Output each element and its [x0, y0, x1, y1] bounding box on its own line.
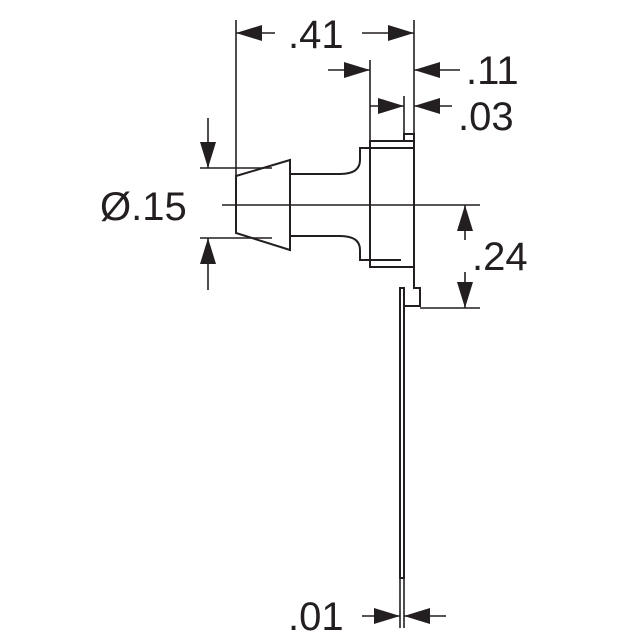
terminal-lead [399, 266, 421, 579]
dim-text-terminal-height: .24 [472, 235, 528, 279]
dimension-terminal-thickness-bottom: .01 [288, 595, 446, 639]
shaft-lower [289, 235, 371, 261]
dim-text-flange-thickness: .11 [466, 49, 519, 93]
dim-text-terminal-thickness-bottom: .01 [288, 595, 344, 639]
part-outline [222, 133, 480, 579]
extension-lines [200, 20, 480, 628]
dimension-terminal-height: .24 [457, 205, 528, 308]
dim-text-overall-length: .41 [288, 13, 344, 57]
dimension-terminal-thickness-top: .03 [370, 95, 514, 139]
dim-text-barb-diameter: Ø.15 [100, 185, 187, 229]
dimension-flange-thickness: .11 [328, 49, 519, 93]
shaft [289, 147, 371, 175]
dim-text-terminal-thickness-top: .03 [458, 95, 514, 139]
dimension-overall-length: .41 [236, 13, 414, 57]
dimension-barb-diameter: Ø.15 [100, 118, 216, 290]
flange-body [369, 140, 415, 268]
